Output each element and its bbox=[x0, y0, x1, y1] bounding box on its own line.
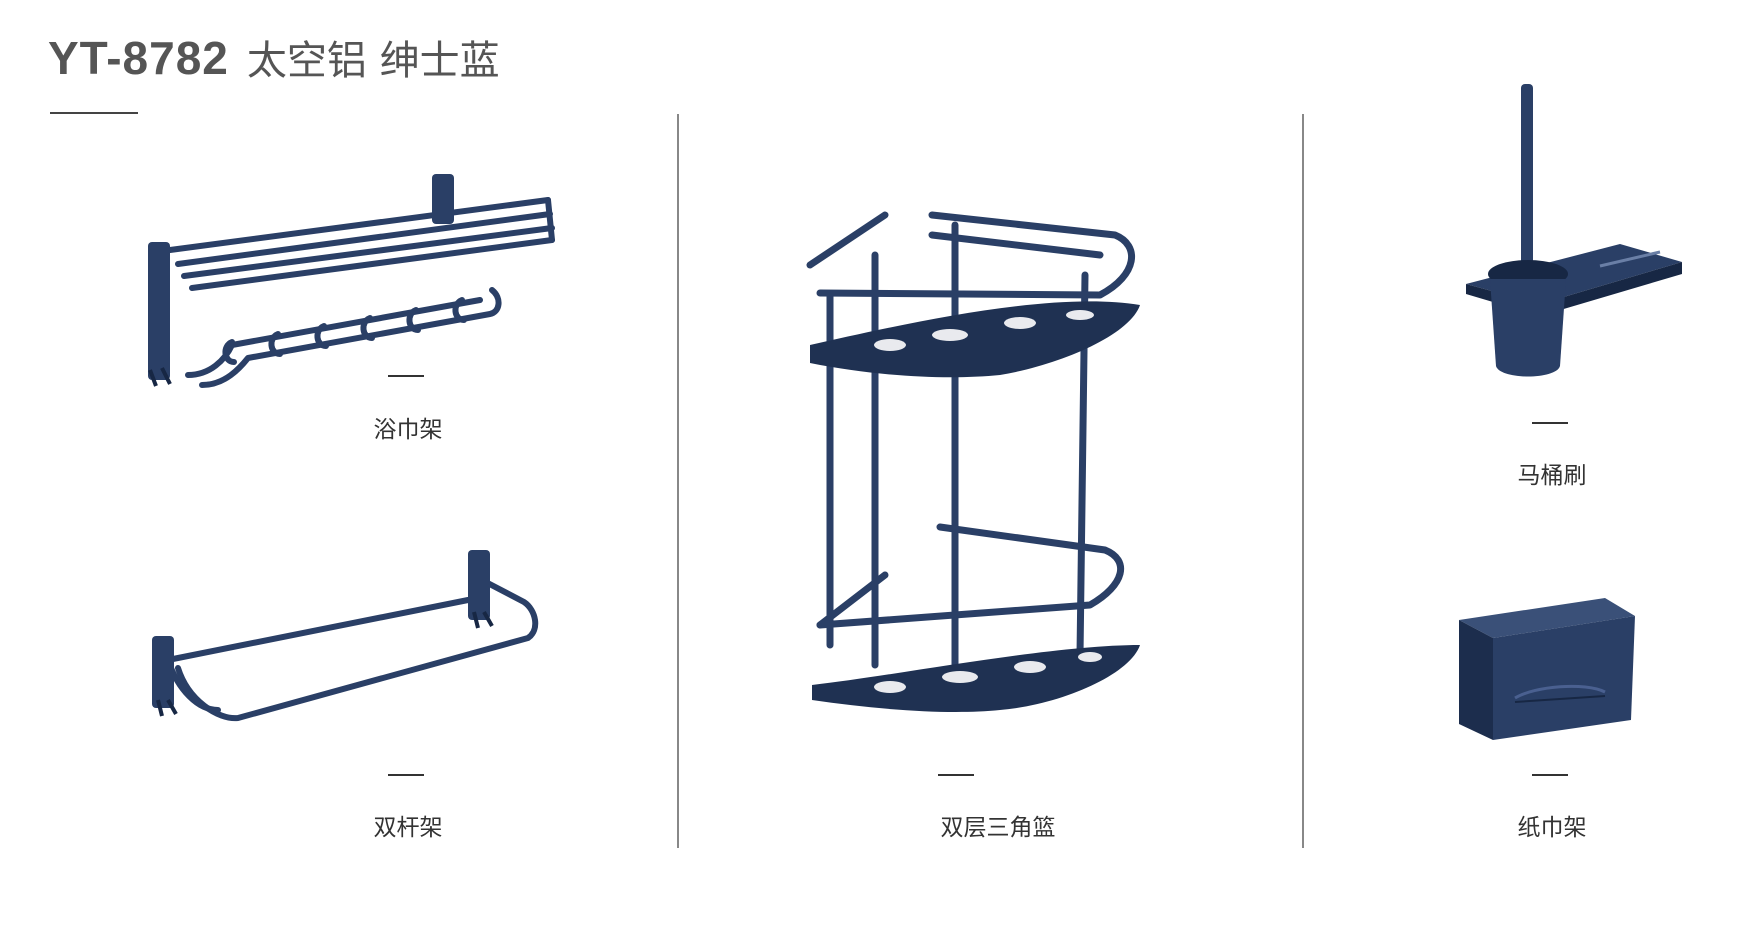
product-corner-basket bbox=[800, 205, 1150, 712]
caption-dash bbox=[1532, 774, 1568, 776]
product-toilet-brush bbox=[1460, 84, 1690, 384]
product-towel-shelf bbox=[140, 170, 560, 390]
towel-shelf-image bbox=[148, 174, 555, 388]
toilet-brush-image bbox=[1466, 84, 1682, 377]
model-code: YT-8782 bbox=[48, 32, 229, 84]
product-series-name: 太空铝 绅士蓝 bbox=[246, 38, 500, 84]
caption-dash bbox=[938, 774, 974, 776]
caption-dash bbox=[1532, 422, 1568, 424]
page-title: YT-8782 太空铝 绅士蓝 bbox=[48, 28, 500, 86]
product-tissue-holder bbox=[1455, 598, 1635, 748]
product-double-towel-bar bbox=[148, 550, 548, 730]
column-divider-right bbox=[1302, 114, 1304, 848]
column-divider-left bbox=[677, 114, 679, 848]
product-label: 马桶刷 bbox=[1517, 463, 1587, 489]
product-label: 双层三角篮 bbox=[940, 815, 1056, 841]
product-label: 纸巾架 bbox=[1517, 815, 1587, 841]
corner-basket-image bbox=[806, 211, 1140, 712]
caption-dash bbox=[388, 375, 424, 377]
product-label: 浴巾架 bbox=[373, 417, 443, 443]
product-label: 双杆架 bbox=[373, 815, 443, 841]
caption-dash bbox=[388, 774, 424, 776]
title-underline bbox=[50, 112, 138, 114]
tissue-holder-image bbox=[1459, 598, 1635, 740]
double-towel-bar-image bbox=[152, 550, 539, 722]
